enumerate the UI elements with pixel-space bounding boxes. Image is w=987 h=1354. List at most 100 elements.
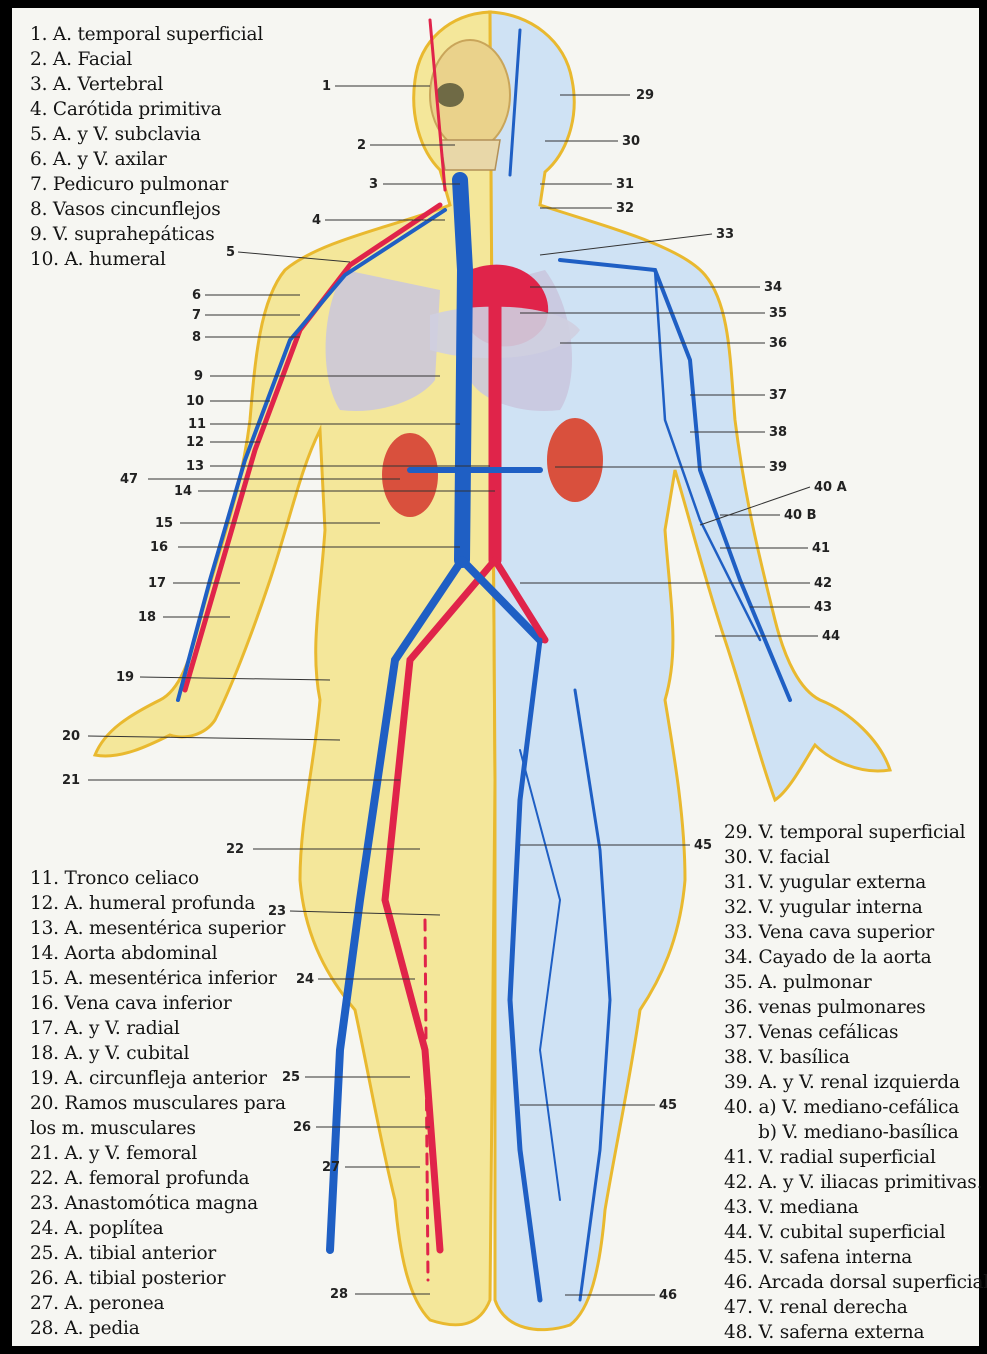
legend-item: 25. A. tibial anterior — [30, 1241, 286, 1266]
legend-item: 1. A. temporal superficial — [30, 22, 263, 47]
callout-6: 6 — [192, 288, 201, 303]
callout-37: 37 — [769, 388, 787, 403]
callout-3: 3 — [369, 177, 378, 192]
legend-item: 22. A. femoral profunda — [30, 1166, 286, 1191]
legend-item: 45. V. safena interna — [724, 1245, 987, 1270]
legend-item: 36. venas pulmonares — [724, 995, 987, 1020]
legend-item: 10. A. humeral — [30, 247, 263, 272]
legend-item: 14. Aorta abdominal — [30, 941, 286, 966]
callout-35: 35 — [769, 306, 787, 321]
legend-item: 11. Tronco celiaco — [30, 866, 286, 891]
legend-item: 37. Venas cefálicas — [724, 1020, 987, 1045]
callout-38: 38 — [769, 425, 787, 440]
legend-item: 33. Vena cava superior — [724, 920, 987, 945]
legend-item: 8. Vasos cincunflejos — [30, 197, 263, 222]
legend-item: 24. A. poplítea — [30, 1216, 286, 1241]
legend-item: 32. V. yugular interna — [724, 895, 987, 920]
callout-36: 36 — [769, 336, 787, 351]
legend-item: 3. A. Vertebral — [30, 72, 263, 97]
legend-veins: 29. V. temporal superficial 30. V. facia… — [724, 820, 987, 1345]
callout-26: 26 — [293, 1120, 311, 1135]
callout-44: 44 — [822, 629, 840, 644]
legend-item: 5. A. y V. subclavia — [30, 122, 263, 147]
legend-item: 7. Pedicuro pulmonar — [30, 172, 263, 197]
callout-11: 11 — [188, 417, 206, 432]
legend-item: 44. V. cubital superficial — [724, 1220, 987, 1245]
callout-39: 39 — [769, 460, 787, 475]
callout-1: 1 — [322, 79, 331, 94]
legend-item: 35. A. pulmonar — [724, 970, 987, 995]
legend-item: 28. A. pedia — [30, 1316, 286, 1341]
legend-item: 46. Arcada dorsal superficial — [724, 1270, 987, 1295]
legend-item: los m. musculares — [30, 1116, 286, 1141]
callout-32: 32 — [616, 201, 634, 216]
legend-item: 23. Anastomótica magna — [30, 1191, 286, 1216]
legend-item: 34. Cayado de la aorta — [724, 945, 987, 970]
callout-12: 12 — [186, 435, 204, 450]
legend-item: 30. V. facial — [724, 845, 987, 870]
callout-17: 17 — [148, 576, 166, 591]
legend-item: 39. A. y V. renal izquierda — [724, 1070, 987, 1095]
callout-2: 2 — [357, 138, 366, 153]
callout-20: 20 — [62, 729, 80, 744]
callout-33: 33 — [716, 227, 734, 242]
legend-item: 19. A. circunfleja anterior — [30, 1066, 286, 1091]
legend-item: 38. V. basílica — [724, 1045, 987, 1070]
callout-45-lower: 45 — [659, 1098, 677, 1113]
legend-item: 41. V. radial superficial — [724, 1145, 987, 1170]
callout-47: 47 — [120, 472, 138, 487]
callout-30: 30 — [622, 134, 640, 149]
legend-item: 13. A. mesentérica superior — [30, 916, 286, 941]
callout-28: 28 — [330, 1287, 348, 1302]
callout-9: 9 — [194, 369, 203, 384]
callout-41: 41 — [812, 541, 830, 556]
callout-18: 18 — [138, 610, 156, 625]
callout-24: 24 — [296, 972, 314, 987]
callout-14: 14 — [174, 484, 192, 499]
legend-item: 31. V. yugular externa — [724, 870, 987, 895]
legend-item: 15. A. mesentérica inferior — [30, 966, 286, 991]
legend-item: 2. A. Facial — [30, 47, 263, 72]
legend-item: 47. V. renal derecha — [724, 1295, 987, 1320]
callout-13: 13 — [186, 459, 204, 474]
legend-item: 4. Carótida primitiva — [30, 97, 263, 122]
legend-item: 9. V. suprahepáticas — [30, 222, 263, 247]
callout-45-upper: 45 — [694, 838, 712, 853]
callout-15: 15 — [155, 516, 173, 531]
legend-item: 43. V. mediana — [724, 1195, 987, 1220]
callout-34: 34 — [764, 280, 782, 295]
legend-item: 12. A. humeral profunda — [30, 891, 286, 916]
callout-42: 42 — [814, 576, 832, 591]
callout-43: 43 — [814, 600, 832, 615]
legend-item: 29. V. temporal superficial — [724, 820, 987, 845]
callout-40a: 40 A — [814, 480, 847, 495]
callout-27: 27 — [322, 1160, 340, 1175]
legend-item: 48. V. saferna externa — [724, 1320, 987, 1345]
legend-item: 27. A. peronea — [30, 1291, 286, 1316]
callout-31: 31 — [616, 177, 634, 192]
legend-item: 6. A. y V. axilar — [30, 147, 263, 172]
legend-item: 18. A. y V. cubital — [30, 1041, 286, 1066]
callout-22: 22 — [226, 842, 244, 857]
legend-item: 42. A. y V. iliacas primitivas. — [724, 1170, 987, 1195]
callout-21: 21 — [62, 773, 80, 788]
legend-item: b) V. mediano-basílica — [724, 1120, 987, 1145]
legend-item: 16. Vena cava inferior — [30, 991, 286, 1016]
legend-item: 20. Ramos musculares para — [30, 1091, 286, 1116]
callout-19: 19 — [116, 670, 134, 685]
callout-40b: 40 B — [784, 508, 817, 523]
legend-item: 26. A. tibial posterior — [30, 1266, 286, 1291]
callout-7: 7 — [192, 308, 201, 323]
callout-8: 8 — [192, 330, 201, 345]
legend-item: 21. A. y V. femoral — [30, 1141, 286, 1166]
callout-10: 10 — [186, 394, 204, 409]
callout-29: 29 — [636, 88, 654, 103]
legend-arteries-head-thorax: 1. A. temporal superficial 2. A. Facial … — [30, 22, 263, 272]
callout-16: 16 — [150, 540, 168, 555]
legend-item: 40. a) V. mediano-cefálica — [724, 1095, 987, 1120]
legend-arteries-abdomen-limbs: 11. Tronco celiaco 12. A. humeral profun… — [30, 866, 286, 1341]
legend-item: 17. A. y V. radial — [30, 1016, 286, 1041]
callout-46: 46 — [659, 1288, 677, 1303]
callout-4: 4 — [312, 213, 321, 228]
